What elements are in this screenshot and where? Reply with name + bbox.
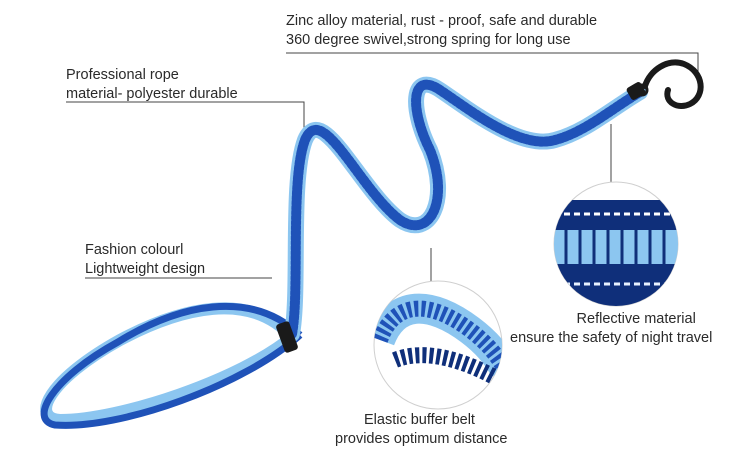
callout-zinc: Zinc alloy material, rust - proof, safe … — [286, 12, 597, 50]
callout-rope-line1: Professional rope — [66, 67, 179, 83]
callout-rope-line2: material- polyester durable — [66, 86, 238, 102]
callout-elastic-line2: provides optimum distance — [335, 431, 508, 447]
leash — [40, 76, 648, 429]
callout-rope: Professional rope material- polyester du… — [66, 66, 238, 104]
callout-reflective-line1: Reflective material — [576, 311, 696, 327]
callout-zinc-line2: 360 degree swivel,strong spring for long… — [286, 32, 571, 48]
callout-reflective-line2: ensure the safety of night travel — [510, 330, 713, 346]
callout-zinc-line1: Zinc alloy material, rust - proof, safe … — [286, 13, 598, 29]
reflective-detail-circle — [553, 181, 679, 307]
callout-reflective: Reflective material ensure the safety of… — [510, 310, 712, 348]
callout-elastic: Elastic buffer belt provides optimum dis… — [335, 411, 507, 449]
leader-lines — [66, 52, 699, 282]
callout-fashion: Fashion colourl Lightweight design — [85, 241, 205, 279]
callout-fashion-line2: Lightweight design — [85, 261, 206, 277]
leash-rope-dark — [287, 79, 645, 339]
elastic-detail-circle — [373, 280, 503, 410]
handle-clip — [276, 321, 298, 353]
leash-handle-dark — [40, 303, 303, 429]
leader-line-rope — [66, 101, 305, 134]
callout-elastic-line1: Elastic buffer belt — [364, 412, 475, 428]
leader-line-zinc — [286, 52, 699, 78]
callout-fashion-line1: Fashion colourl — [85, 242, 184, 258]
snap-hook-icon — [626, 59, 704, 110]
